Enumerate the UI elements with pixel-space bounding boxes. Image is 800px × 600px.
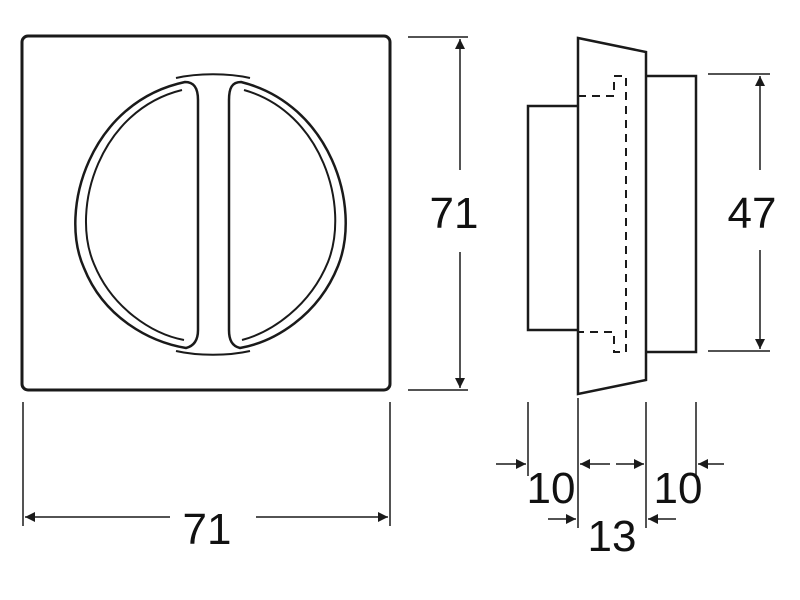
insert-body xyxy=(526,104,578,332)
depth-total-label: 13 xyxy=(588,512,637,561)
knob-outer-ring-bottom xyxy=(175,350,251,356)
knob-outer-ring xyxy=(175,73,251,79)
front-plate-outline xyxy=(20,34,392,392)
depth-b-label: 10 xyxy=(654,464,703,513)
knob-right-half-inner xyxy=(241,89,337,341)
knob-right-half xyxy=(227,80,347,350)
front-width-label: 71 xyxy=(183,505,232,554)
insert-height-label: 47 xyxy=(728,189,777,238)
cover-plate-side xyxy=(576,36,648,396)
side-view: 47 10 10 13 xyxy=(496,36,777,561)
front-height-label: 71 xyxy=(430,189,479,238)
knob-left-half-inner xyxy=(85,89,185,341)
knob-protrusion-side xyxy=(646,74,698,354)
knob-left-half xyxy=(74,80,200,350)
hidden-insert-outline xyxy=(578,75,627,353)
depth-a-label: 10 xyxy=(527,464,576,513)
front-view: 71 71 xyxy=(20,34,479,554)
